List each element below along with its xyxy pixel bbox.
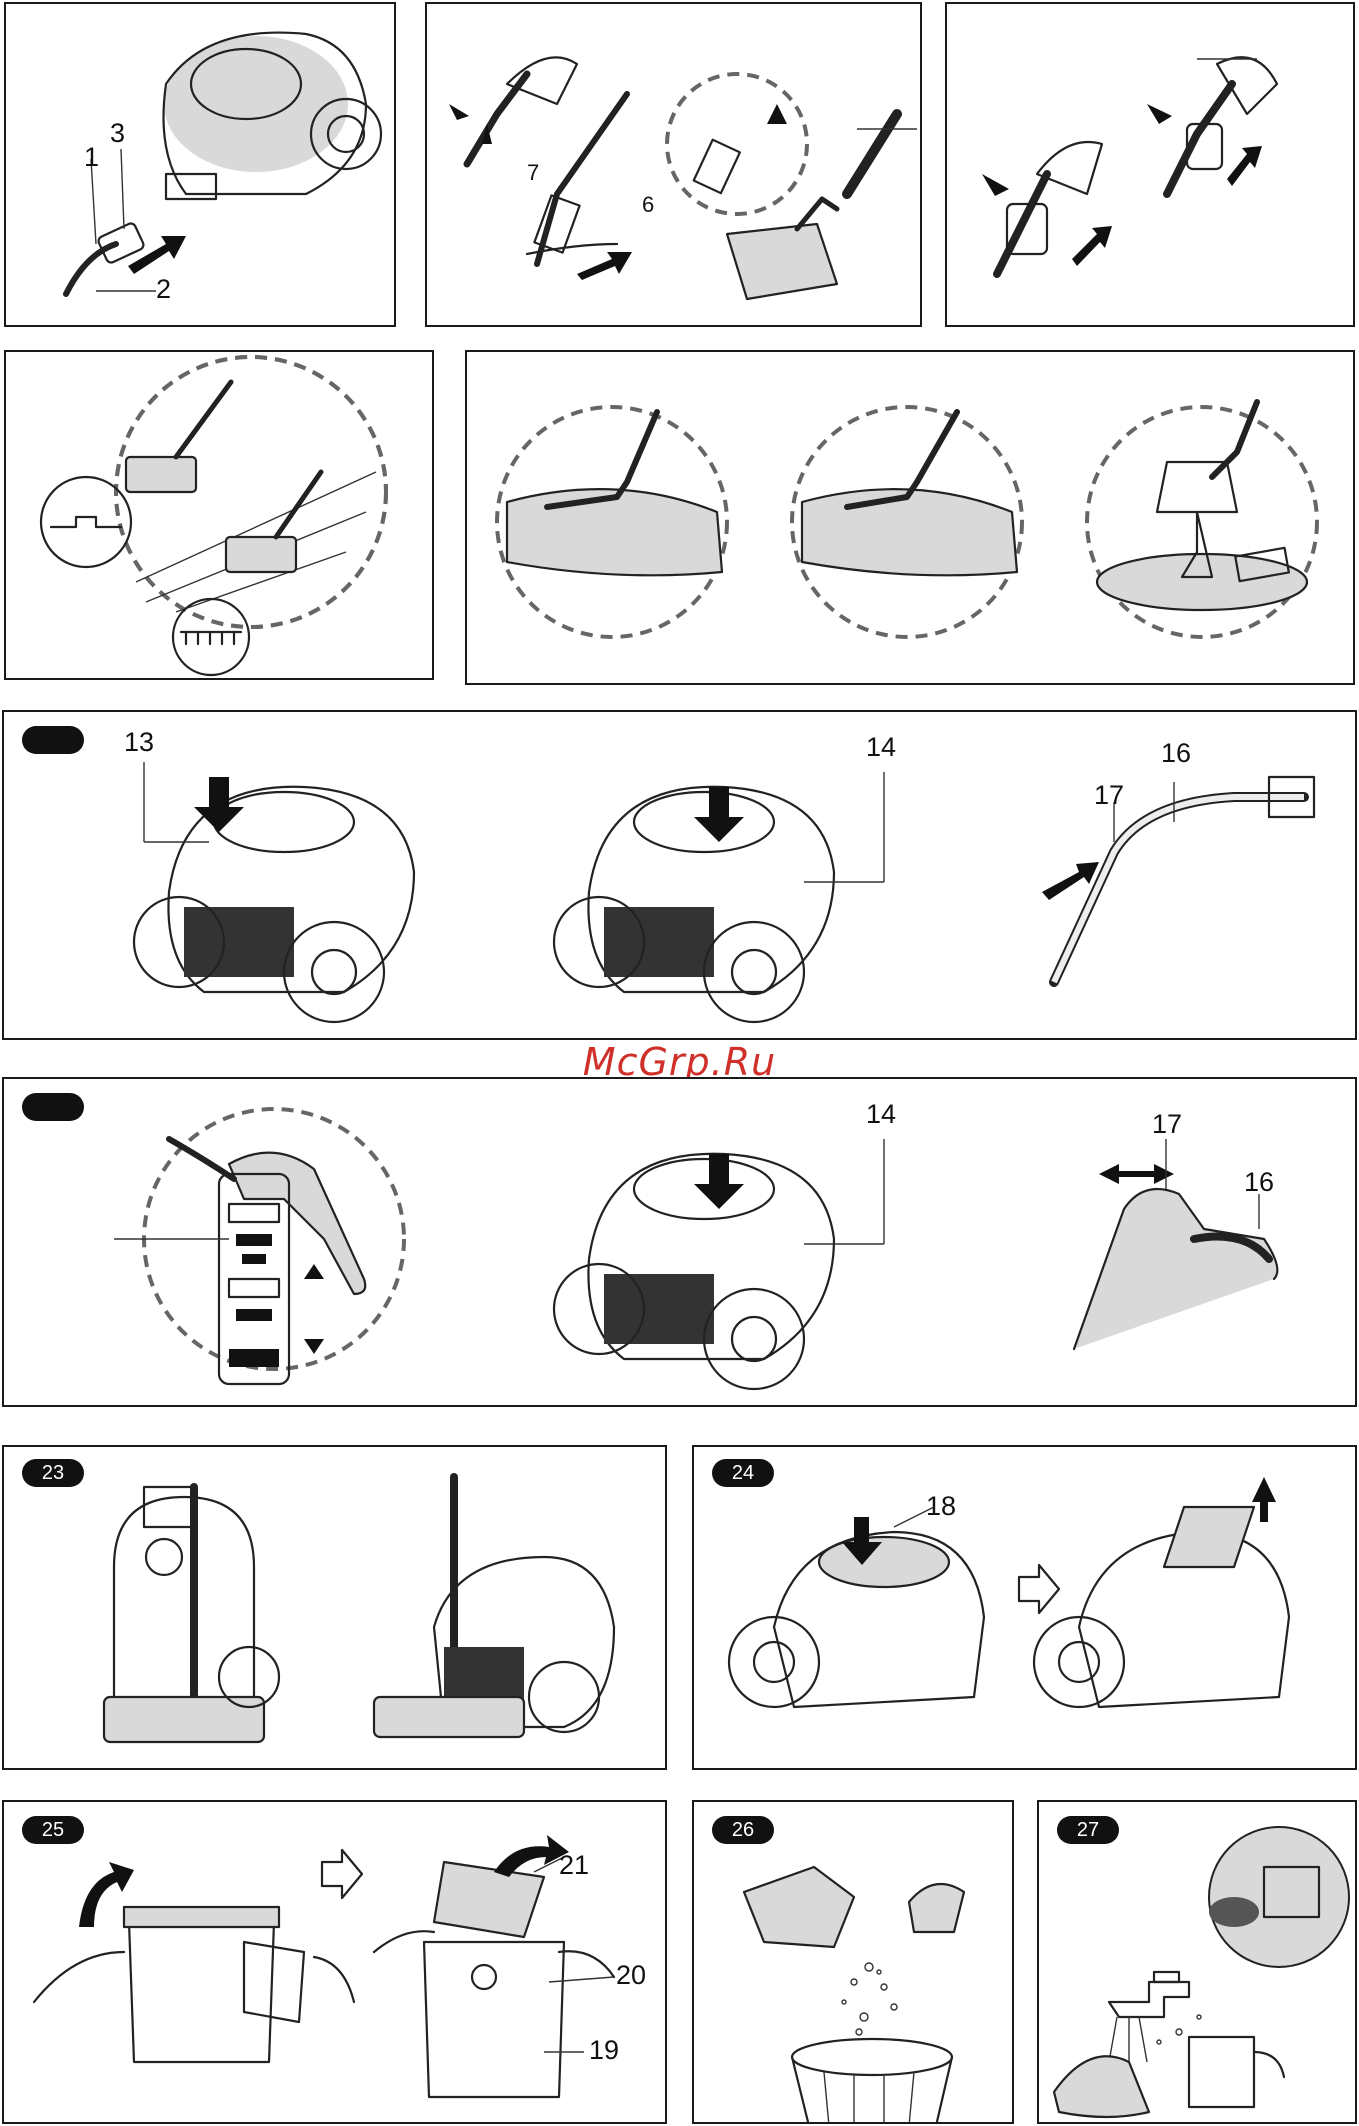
callout-7: 7 (527, 162, 539, 184)
vacuum-cleaner-icon (554, 1154, 834, 1389)
panel-step-25: 25 21 20 19 (2, 1800, 667, 2124)
callout-17: 17 (1094, 782, 1124, 809)
vacuum-cleaner-icon (104, 1487, 279, 1742)
panel-step-27: 27 (1037, 1800, 1357, 2124)
callout-2: 2 (156, 276, 171, 303)
dust-bin-icon (1189, 2037, 1254, 2107)
panel-tube-adjust: 7 6 (425, 2, 922, 327)
panel-step-26: 26 (692, 1800, 1014, 2124)
dashed-zoom-circle-icon (667, 74, 807, 214)
vacuum-cleaner-icon (134, 787, 414, 1022)
callout-20: 20 (616, 1962, 646, 1989)
callout-17: 17 (1152, 1111, 1182, 1138)
arrow-icon (194, 777, 244, 832)
vacuum-cleaner-icon (374, 1477, 614, 1737)
callout-18: 18 (926, 1493, 956, 1520)
panel-step-23: 23 (2, 1445, 667, 1770)
panel-hose-connect: 1 3 2 (4, 2, 396, 327)
dust-bin-icon (124, 1907, 304, 2062)
callout-14: 14 (866, 734, 896, 761)
panel-tube-release (945, 2, 1355, 327)
hose-handle-icon (947, 4, 1355, 327)
dust-bin-icon (424, 1862, 564, 2097)
vacuum-cleaner-icon (6, 4, 396, 327)
callout-13: 13 (124, 729, 154, 756)
callout-1: 1 (84, 144, 99, 171)
panel-step-24: 24 18 (692, 1445, 1357, 1770)
vacuum-cleaner-icon (554, 787, 834, 1022)
callout-21: 21 (559, 1852, 589, 1879)
hose-handle-icon (427, 4, 922, 327)
panel-power-controls-body: 13 14 16 17 (2, 710, 1357, 1040)
callout-16: 16 (1244, 1169, 1274, 1196)
callout-3: 3 (110, 120, 125, 147)
callout-19: 19 (589, 2037, 619, 2064)
vacuum-cleaner-icon (1034, 1507, 1289, 1707)
callout-16: 16 (1161, 740, 1191, 767)
panel-floor-modes (4, 350, 434, 680)
panel-accessory-use (465, 350, 1355, 685)
arrow-icon (1019, 1565, 1059, 1613)
trash-can-icon (792, 2039, 952, 2124)
panel-power-controls-handle: 14 17 16 (2, 1077, 1357, 1407)
callout-14: 14 (866, 1101, 896, 1128)
arrow-icon (322, 1850, 362, 1898)
hose-handle-icon (1054, 797, 1304, 982)
faucet-icon (1109, 1972, 1189, 2017)
callout-6: 6 (642, 194, 654, 216)
